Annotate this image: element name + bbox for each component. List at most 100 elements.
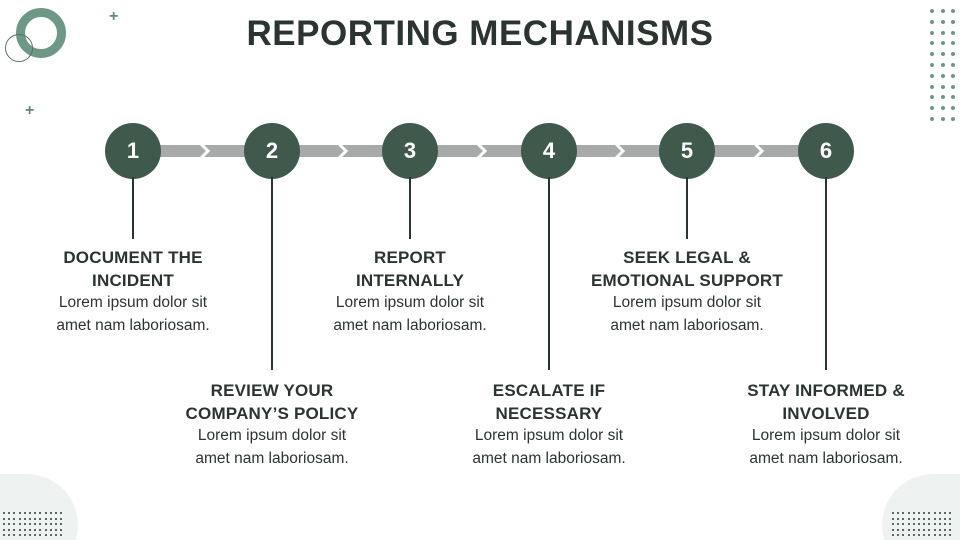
step-heading-line: NECESSARY [495,404,603,423]
dot-decoration [54,528,57,531]
dot-decoration [3,512,5,514]
dot-decoration [930,73,934,78]
step-description-line: Lorem ipsum dolor sit [751,427,901,444]
step-number-circle: 3 [382,123,438,179]
dot-decoration [54,534,57,536]
dot-decoration [34,528,37,531]
step-number-circle: 2 [244,123,300,179]
step-description: Lorem ipsum dolor sit amet nam laboriosa… [172,425,372,470]
chevron-right-icon [476,142,488,160]
dot-decoration [933,517,936,520]
dot-decoration [930,30,934,35]
step-text-block: REPORT INTERNALLY Lorem ipsum dolor sit … [310,246,510,337]
dot-decoration [928,517,931,520]
dot-decoration [907,528,910,531]
step-heading-line: INCIDENT [92,271,174,290]
step-heading-line: ESCALATE IF [492,381,606,400]
dot-decoration [938,512,941,514]
timeline-connector [714,145,800,157]
step-text-block: SEEK LEGAL & EMOTIONAL SUPPORT Lorem ips… [587,246,787,337]
dot-decoration [933,523,936,525]
dot-decoration [892,528,894,531]
dot-decoration [60,523,63,525]
dot-decoration [60,528,63,531]
dot-decoration [943,528,946,531]
dot-decoration [18,517,21,520]
dot-decoration [8,523,11,525]
dot-grid-decoration [3,512,63,536]
step-number-circle: 6 [798,123,854,179]
plus-icon: + [109,8,119,25]
step-pointer-line [686,177,688,239]
dot-decoration [943,517,946,520]
dot-decoration [13,523,16,525]
dot-decoration [940,62,945,67]
dot-decoration [930,19,934,24]
step-heading-line: DOCUMENT THE [63,248,203,267]
dot-decoration [951,19,955,24]
dot-decoration [34,512,37,514]
step-description-line: Lorem ipsum dolor sit [58,294,208,311]
dot-decoration [18,534,21,536]
dot-decoration [8,534,11,536]
dot-decoration [34,523,37,525]
step-heading-line: REPORT [373,248,447,267]
page-title: REPORTING MECHANISMS [246,14,714,53]
step-description-line: Lorem ipsum dolor sit [474,427,624,444]
dot-decoration [892,517,894,520]
dot-decoration [54,523,57,525]
step-description: Lorem ipsum dolor sit amet nam laboriosa… [587,292,787,337]
dot-decoration [912,517,915,520]
dot-decoration [3,523,5,525]
dot-decoration [923,523,926,525]
dot-decoration [917,517,920,520]
dot-decoration [54,512,57,514]
dot-decoration [951,84,955,89]
dot-decoration [940,106,945,111]
dot-decoration [951,52,955,57]
step-pointer-line [409,177,411,239]
plus-icon: + [25,102,35,119]
dot-decoration [23,512,26,514]
dot-decoration [949,517,952,520]
step-pointer-line [132,177,134,239]
dot-decoration [923,534,926,536]
dot-decoration [907,512,910,514]
dot-decoration [940,41,945,46]
dot-decoration [951,41,955,46]
dot-decoration [902,534,905,536]
dot-decoration [930,62,934,67]
dot-grid-decoration [892,512,952,536]
step-description-line: Lorem ipsum dolor sit [335,294,485,311]
step-description-line: amet nam laboriosam. [333,316,487,334]
step-description: Lorem ipsum dolor sit amet nam laboriosa… [310,292,510,337]
dot-decoration [897,512,900,514]
step-description-line: Lorem ipsum dolor sit [612,294,762,311]
dot-decoration [18,512,21,514]
timeline-connector [160,145,246,157]
step-description-line: amet nam laboriosam. [195,449,349,467]
dot-decoration [951,30,955,35]
dot-decoration [949,528,952,531]
step-heading: ESCALATE IF NECESSARY [449,379,649,425]
dot-decoration [8,528,11,531]
dot-decoration [951,95,955,100]
dot-decoration [917,528,920,531]
dot-decoration [28,528,31,531]
dot-decoration [23,528,26,531]
dot-decoration [897,534,900,536]
dot-decoration [940,116,945,121]
step-number-circle: 4 [521,123,577,179]
step-heading: DOCUMENT THE INCIDENT [33,246,233,292]
step-description-line: amet nam laboriosam. [56,316,210,334]
dot-decoration [938,523,941,525]
dot-decoration [8,517,11,520]
dot-decoration [892,512,894,514]
step-pointer-line [825,177,827,370]
step-heading-line: INVOLVED [782,404,870,423]
dot-decoration [943,523,946,525]
dot-decoration [60,512,63,514]
step-heading-line: COMPANY’S POLICY [185,404,359,423]
dot-decoration [902,512,905,514]
dot-decoration [902,523,905,525]
